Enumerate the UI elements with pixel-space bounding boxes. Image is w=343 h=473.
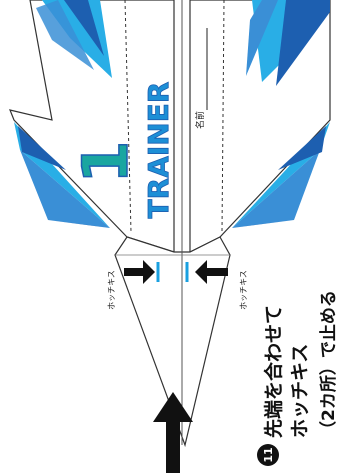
stripes-top-left	[36, 0, 112, 78]
instruction-line-3: （2カ所）で止める	[318, 290, 339, 438]
step-badge: 11	[257, 444, 279, 466]
arrow-left-to-staple	[124, 260, 155, 284]
instruction-line-1: 先端を合わせて	[262, 305, 285, 438]
stripes-bottom-left	[14, 122, 110, 228]
stripes-bottom-right	[232, 122, 330, 228]
plane-number: 1	[69, 140, 142, 183]
direction-arrow-up	[153, 392, 193, 473]
plane-brand-text: TRAINER	[142, 82, 175, 219]
dashed-guide-left	[124, 0, 132, 233]
arrow-right-to-staple	[195, 260, 228, 284]
name-label: 名前	[194, 111, 206, 129]
step-number: 11	[262, 447, 275, 462]
plane-outline	[9, 0, 331, 448]
dashed-guide-right	[221, 0, 225, 233]
instruction-line-2: ホッチキス	[289, 344, 311, 438]
staple-label-right: ホッチキス	[239, 270, 248, 310]
staple-label-left: ホッチキス	[107, 270, 116, 310]
stripes-top-right	[246, 0, 330, 86]
